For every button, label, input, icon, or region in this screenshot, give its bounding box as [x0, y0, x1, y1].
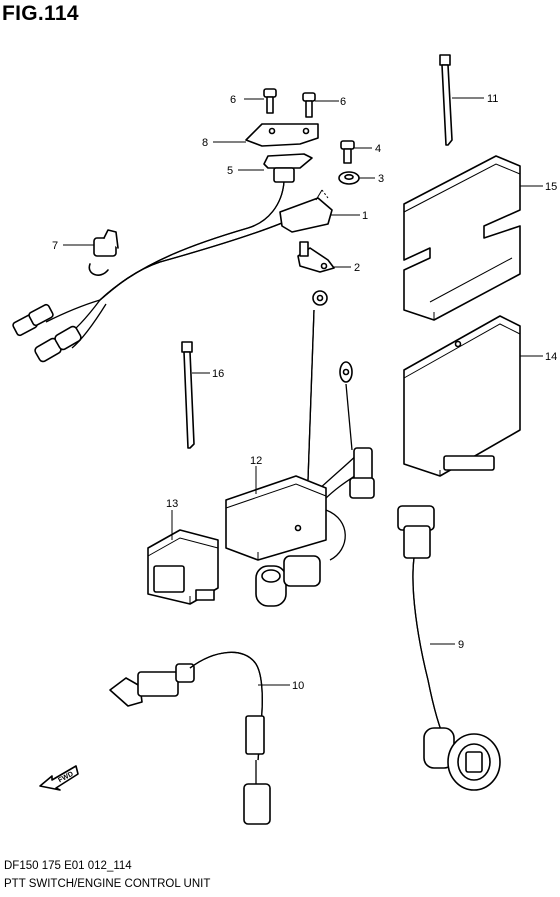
callout-7: 7 [52, 240, 58, 252]
ring-terminal-right[interactable] [339, 361, 353, 451]
figure-title: FIG.114 [2, 2, 79, 25]
callout-9: 9 [458, 639, 464, 651]
screw-part-4[interactable] [340, 140, 355, 164]
ecu-part-14[interactable] [403, 315, 521, 477]
ground-terminal[interactable] [307, 290, 328, 481]
callout-15: 15 [545, 181, 557, 193]
callout-12: 12 [250, 455, 262, 467]
callout-3: 3 [378, 173, 384, 185]
washer-part-3[interactable] [338, 171, 360, 185]
callout-16: 16 [212, 368, 224, 380]
callout-6-right: 6 [340, 96, 346, 108]
fwd-arrow-icon: FWD [39, 765, 79, 791]
relay-module-part-12[interactable] [225, 447, 375, 607]
callout-2: 2 [354, 262, 360, 274]
cable-tie-part-11[interactable] [439, 54, 453, 146]
bolt-part-6-left[interactable] [263, 88, 277, 114]
callout-5: 5 [227, 165, 233, 177]
clamp-part-7[interactable] [88, 229, 119, 276]
callout-11: 11 [487, 93, 498, 105]
bolt-part-6-right[interactable] [302, 92, 316, 118]
socket-harness-part-9[interactable] [397, 505, 501, 791]
harness-part-1[interactable] [12, 181, 333, 363]
lever-part-2[interactable] [297, 241, 335, 273]
callout-6-left: 6 [230, 94, 236, 106]
leader-lines [63, 97, 543, 686]
switch-harness-part-10[interactable] [109, 651, 271, 825]
figure-description: PTT SWITCH/ENGINE CONTROL UNIT [4, 878, 211, 890]
callout-4: 4 [375, 143, 381, 155]
callout-13: 13 [166, 498, 178, 510]
terminal-box-part-13[interactable] [147, 529, 219, 605]
callout-10: 10 [292, 680, 304, 692]
callout-1: 1 [362, 210, 368, 222]
callout-8: 8 [202, 137, 208, 149]
figure-code: DF150 175 E01 012_114 [4, 860, 132, 872]
cable-tie-part-16[interactable] [181, 341, 195, 449]
switch-part-5[interactable] [263, 153, 313, 183]
callout-14: 14 [545, 351, 557, 363]
ecu-cover-part-15[interactable] [403, 155, 521, 321]
bracket-part-8[interactable] [245, 123, 319, 147]
